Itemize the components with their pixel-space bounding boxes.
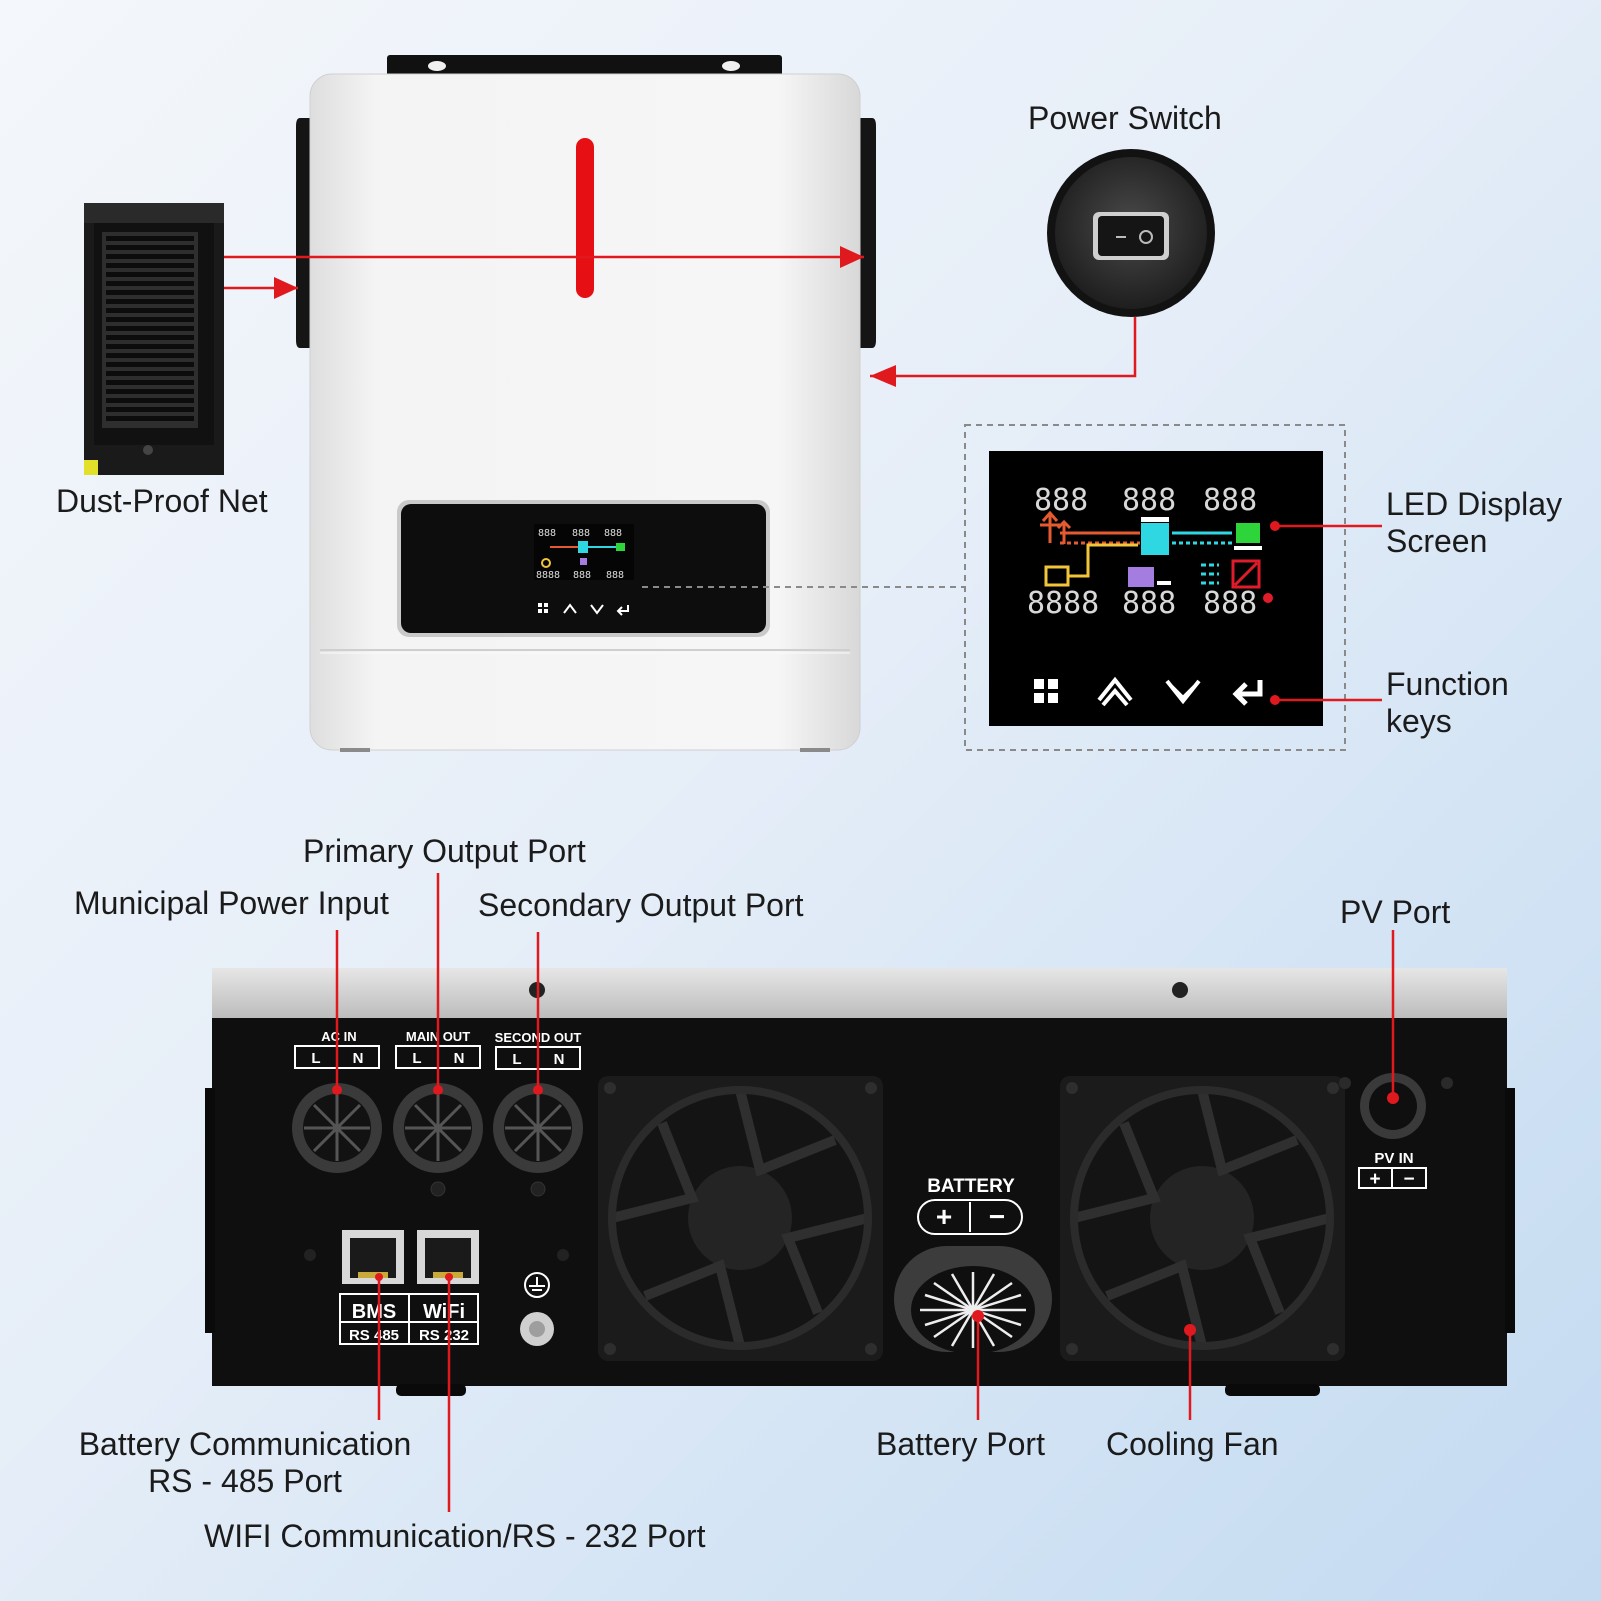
function-keys-label-line1: Function: [1386, 666, 1509, 702]
rj45-bms: [342, 1230, 404, 1284]
function-keys-label-line2: keys: [1386, 703, 1452, 740]
svg-text:888: 888: [573, 570, 591, 581]
pv-in-label: PV IN: [1374, 1150, 1413, 1167]
dust-proof-net-image: [84, 203, 224, 475]
cooling-fan-right: [1060, 1076, 1345, 1361]
digits-bottom-left: 8888: [1027, 586, 1099, 621]
red-indicator-strip: [576, 138, 594, 298]
wifi-label: WiFi: [423, 1301, 465, 1323]
svg-text:8888: 8888: [536, 570, 560, 581]
bottom-unit: AC IN MAIN OUT SECOND OUT L N L N L N: [205, 968, 1515, 1396]
zoom-display-icons: [1040, 510, 1273, 603]
pv-port: [1339, 1073, 1453, 1139]
digits-top-right: 888: [1203, 483, 1257, 518]
display-leaders: [1270, 521, 1382, 705]
battery-port-label: Battery Port: [876, 1426, 1045, 1462]
net-vents: [106, 236, 194, 421]
municipal-power-input-label: Municipal Power Input: [74, 885, 389, 921]
dust-net-arrows: [224, 246, 864, 299]
battery-cable-gland: [894, 1246, 1052, 1354]
cable-gland-main-out: [393, 1083, 483, 1173]
main-out-l: L: [412, 1050, 421, 1067]
cooling-fan-label: Cooling Fan: [1106, 1426, 1279, 1462]
secondary-output-label: Secondary Output Port: [478, 887, 804, 923]
dust-proof-net-label: Dust-Proof Net: [56, 483, 268, 519]
digits-top-left: 888: [1034, 483, 1088, 518]
down-key-icon: [1165, 679, 1201, 705]
led-display-label-line1: LED Display: [1386, 486, 1563, 522]
leader-dots: [332, 1085, 1399, 1336]
main-out-n: N: [454, 1050, 465, 1067]
battery-label: BATTERY: [927, 1176, 1015, 1197]
cable-gland-second-out: [493, 1083, 583, 1173]
wifi-communication-label: WIFI Communication/RS - 232 Port: [204, 1518, 706, 1554]
zoom-display-digits: 888 888 888 8888 888 888: [1027, 483, 1257, 621]
second-out-l: L: [512, 1051, 521, 1068]
mounting-bracket: [387, 55, 782, 77]
primary-output-label: Primary Output Port: [303, 833, 586, 869]
pv-plus: +: [1369, 1169, 1380, 1190]
digits-top-mid: 888: [1122, 483, 1176, 518]
function-keys-label: Function keys: [1386, 666, 1509, 740]
digits-bottom-right: 888: [1203, 586, 1257, 621]
battery-communication-label-line2: RS - 485 Port: [148, 1463, 342, 1500]
battery-minus: −: [989, 1201, 1005, 1232]
enter-key-icon: [1232, 680, 1263, 706]
battery-communication-label-line1: Battery Communication: [78, 1426, 412, 1462]
power-switch-image: [1047, 149, 1215, 317]
second-out-n: N: [554, 1051, 565, 1068]
battery-plus: +: [936, 1201, 952, 1232]
bms-label: BMS: [352, 1301, 396, 1323]
ac-in-label: AC IN: [321, 1029, 356, 1044]
svg-text:888: 888: [606, 570, 624, 581]
menu-key-icon: [1034, 679, 1058, 703]
cooling-fan-left: [598, 1076, 883, 1361]
led-display-label-line2: Screen: [1386, 523, 1488, 560]
rs232-label: RS 232: [419, 1327, 469, 1344]
power-switch-label: Power Switch: [1028, 100, 1222, 136]
svg-text:888: 888: [604, 528, 622, 539]
svg-text:888: 888: [572, 528, 590, 539]
digits-bottom-mid: 888: [1122, 586, 1176, 621]
power-switch-leader: [870, 317, 1137, 387]
led-display-label: LED Display Screen: [1386, 486, 1562, 560]
cable-gland-ac-in: [292, 1083, 382, 1173]
ground-terminal: [520, 1272, 554, 1346]
svg-text:888: 888: [538, 528, 556, 539]
rs485-label: RS 485: [349, 1327, 399, 1344]
ac-in-n: N: [353, 1050, 364, 1067]
zoom-function-keys: [1034, 676, 1263, 707]
up-key-icon: [1097, 676, 1133, 707]
zoom-display: [989, 451, 1323, 726]
bottom-leaders: [335, 873, 1395, 1512]
ac-in-l: L: [311, 1050, 320, 1067]
battery-communication-label: Battery Communication RS - 485 Port: [40, 1426, 450, 1500]
front-unit: 888 888 888 8888 888 888: [296, 55, 876, 752]
pv-minus: −: [1403, 1169, 1414, 1190]
pv-port-label: PV Port: [1340, 894, 1451, 930]
